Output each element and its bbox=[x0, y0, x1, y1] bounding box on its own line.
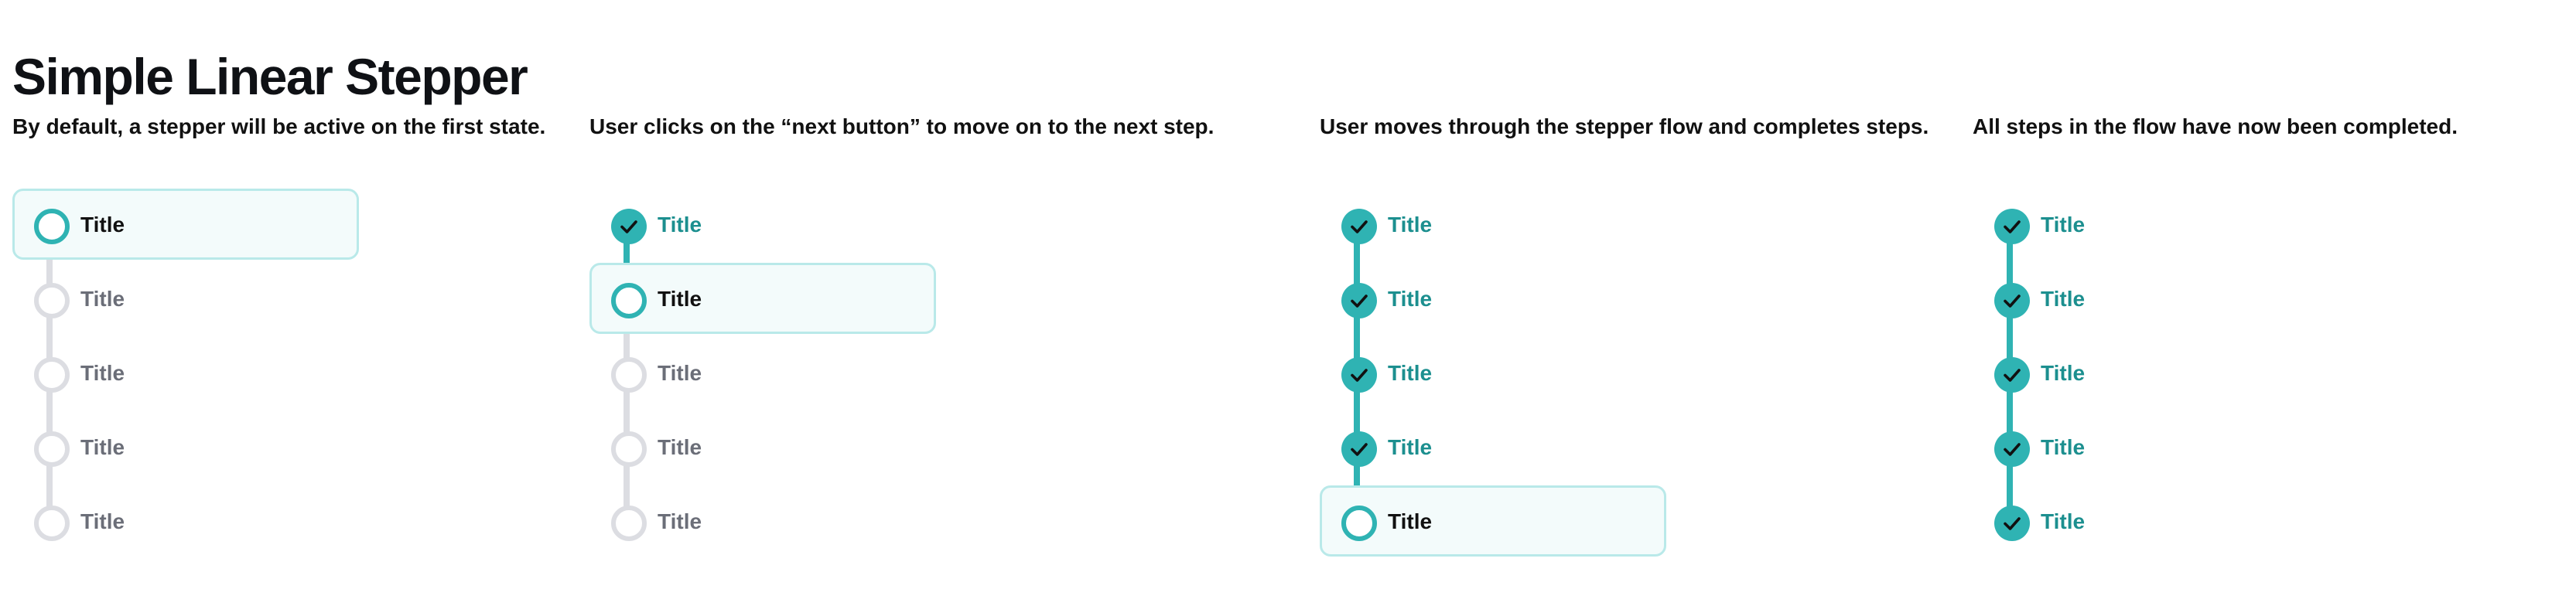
stepper-example-next-step: User clicks on the “next button” to move… bbox=[589, 114, 1215, 541]
step-empty-circle-icon bbox=[34, 506, 70, 541]
checkmark-icon bbox=[1341, 209, 1377, 244]
step-item[interactable]: Title bbox=[589, 263, 936, 334]
step-label: Title bbox=[658, 287, 702, 311]
step-connector bbox=[1354, 447, 1360, 521]
step-item[interactable]: Title bbox=[1320, 189, 1666, 260]
step-active-ring-icon bbox=[611, 283, 647, 318]
step-connector bbox=[2007, 373, 2013, 447]
stepper-example-completed: All steps in the flow have now been comp… bbox=[1973, 114, 2458, 541]
step-item[interactable]: Title bbox=[1973, 485, 2319, 557]
step-item[interactable]: Title bbox=[589, 411, 936, 482]
column-description: By default, a stepper will be active on … bbox=[12, 114, 546, 138]
stepper-example-default: By default, a stepper will be active on … bbox=[12, 114, 546, 541]
checkmark-icon bbox=[1341, 357, 1377, 393]
step-label: Title bbox=[80, 509, 125, 533]
step-label: Title bbox=[80, 287, 125, 311]
checkmark-icon bbox=[1994, 283, 2030, 318]
step-label: Title bbox=[2041, 435, 2086, 459]
step-label: Title bbox=[658, 509, 702, 533]
step-label: Title bbox=[658, 361, 702, 385]
step-label: Title bbox=[1388, 213, 1433, 237]
stepper: Title Title Title Title Title bbox=[1320, 189, 1683, 606]
step-label: Title bbox=[2041, 361, 2086, 385]
step-label: Title bbox=[80, 213, 125, 237]
checkmark-icon bbox=[1341, 283, 1377, 318]
column-description: User clicks on the “next button” to move… bbox=[589, 114, 1215, 138]
checkmark-icon bbox=[1994, 431, 2030, 467]
step-connector bbox=[46, 298, 53, 373]
step-item[interactable]: Title bbox=[1973, 337, 2319, 408]
step-item[interactable]: Title bbox=[1320, 411, 1666, 482]
step-label: Title bbox=[2041, 213, 2086, 237]
column-description: User moves through the stepper flow and … bbox=[1320, 114, 1929, 138]
step-label: Title bbox=[1388, 509, 1433, 533]
step-connector bbox=[624, 298, 630, 373]
step-label: Title bbox=[80, 361, 125, 385]
step-item[interactable]: Title bbox=[589, 337, 936, 408]
checkmark-icon bbox=[1994, 357, 2030, 393]
step-item[interactable]: Title bbox=[1973, 411, 2319, 482]
step-label: Title bbox=[658, 435, 702, 459]
checkmark-icon bbox=[611, 209, 647, 244]
page-title: Simple Linear Stepper bbox=[12, 48, 528, 106]
step-item[interactable]: Title bbox=[1320, 485, 1666, 557]
step-active-ring-icon bbox=[34, 209, 70, 244]
step-empty-circle-icon bbox=[34, 431, 70, 467]
step-connector bbox=[1354, 298, 1360, 373]
step-connector bbox=[2007, 298, 2013, 373]
step-item[interactable]: Title bbox=[12, 337, 359, 408]
stepper-example-progress: User moves through the stepper flow and … bbox=[1320, 114, 1929, 557]
step-empty-circle-icon bbox=[611, 431, 647, 467]
step-label: Title bbox=[1388, 287, 1433, 311]
stepper: Title Title Title Title Title bbox=[1973, 189, 2336, 606]
step-empty-circle-icon bbox=[611, 357, 647, 393]
step-label: Title bbox=[2041, 287, 2086, 311]
checkmark-icon bbox=[1994, 209, 2030, 244]
column-description: All steps in the flow have now been comp… bbox=[1973, 114, 2458, 138]
step-connector bbox=[46, 373, 53, 447]
step-label: Title bbox=[1388, 435, 1433, 459]
step-label: Title bbox=[80, 435, 125, 459]
step-connector bbox=[624, 447, 630, 521]
step-connector bbox=[2007, 447, 2013, 521]
step-connector bbox=[46, 224, 53, 298]
step-empty-circle-icon bbox=[34, 357, 70, 393]
step-connector bbox=[1354, 373, 1360, 447]
step-item[interactable]: Title bbox=[589, 485, 936, 557]
step-item[interactable]: Title bbox=[1320, 337, 1666, 408]
step-active-ring-icon bbox=[1341, 506, 1377, 541]
stepper: Title Title Title Title Title bbox=[12, 189, 376, 606]
step-item[interactable]: Title bbox=[12, 189, 359, 260]
step-item[interactable]: Title bbox=[1973, 189, 2319, 260]
step-item[interactable]: Title bbox=[12, 411, 359, 482]
step-label: Title bbox=[658, 213, 702, 237]
stepper: Title Title Title Title Title bbox=[589, 189, 953, 606]
step-item[interactable]: Title bbox=[12, 485, 359, 557]
step-label: Title bbox=[2041, 509, 2086, 533]
step-item[interactable]: Title bbox=[1320, 263, 1666, 334]
step-empty-circle-icon bbox=[611, 506, 647, 541]
step-item[interactable]: Title bbox=[589, 189, 936, 260]
step-label: Title bbox=[1388, 361, 1433, 385]
step-connector bbox=[2007, 224, 2013, 298]
step-item[interactable]: Title bbox=[12, 263, 359, 334]
step-item[interactable]: Title bbox=[1973, 263, 2319, 334]
step-connector bbox=[624, 373, 630, 447]
checkmark-icon bbox=[1994, 506, 2030, 541]
step-connector bbox=[624, 224, 630, 298]
checkmark-icon bbox=[1341, 431, 1377, 467]
step-connector bbox=[1354, 224, 1360, 298]
step-connector bbox=[46, 447, 53, 521]
step-empty-circle-icon bbox=[34, 283, 70, 318]
